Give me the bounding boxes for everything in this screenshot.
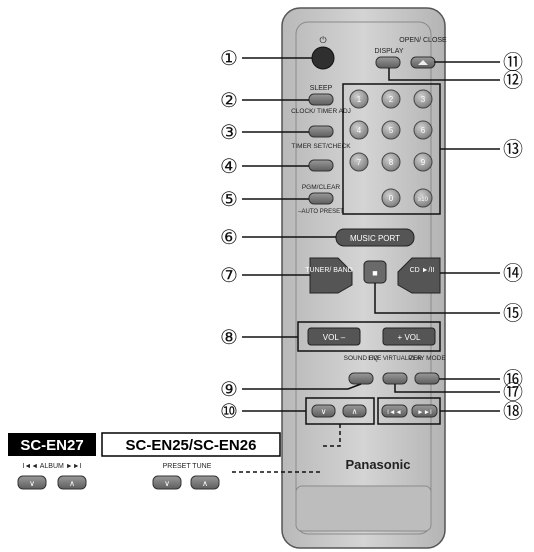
- callout-8: ⑧: [220, 325, 238, 349]
- open-close-label: OPEN/ CLOSE: [399, 37, 447, 44]
- brand-logo: Panasonic: [345, 457, 410, 472]
- callout-7: ⑦: [220, 263, 238, 287]
- preset-up-button[interactable]: [190, 475, 220, 490]
- model-en27-badge: [8, 433, 96, 456]
- model-en25-26-label: SC-EN25/SC-EN26: [126, 437, 257, 454]
- tuner-band-button[interactable]: [309, 257, 353, 294]
- model-en27-label: SC-EN27: [20, 437, 83, 454]
- clock-timer-button[interactable]: [308, 125, 334, 138]
- auto-preset-label: –AUTO PRESET: [298, 209, 344, 215]
- vol-up-label: + VOL: [398, 333, 421, 342]
- preset-down-icon: ∨: [164, 479, 170, 488]
- skip-forward-button[interactable]: [411, 404, 438, 418]
- numpad-key-label: 8: [389, 158, 394, 167]
- power-icon: ⏻: [319, 35, 326, 45]
- display-button[interactable]: [375, 56, 401, 69]
- numpad-key-label: 7: [357, 158, 362, 167]
- callout-1: ①: [220, 46, 238, 70]
- sound-eq-button[interactable]: [348, 372, 374, 385]
- numpad-key-label: 0: [389, 194, 394, 203]
- timer-set-button[interactable]: [308, 159, 334, 172]
- numpad-key[interactable]: [381, 152, 401, 172]
- en27-up-button[interactable]: [57, 475, 87, 490]
- numpad-key[interactable]: [381, 89, 401, 109]
- callout-13: ⑬: [503, 137, 523, 161]
- callout-16: ⑯: [503, 367, 523, 391]
- play-mode-button[interactable]: [414, 372, 440, 385]
- en27-down-button[interactable]: [17, 475, 47, 490]
- vol-up-button[interactable]: [382, 327, 436, 346]
- numpad-key-label: 4: [357, 126, 362, 135]
- numpad-key[interactable]: [381, 120, 401, 140]
- leader-lines: [232, 57, 500, 473]
- callout-9: ⑨: [220, 377, 238, 401]
- skip-back-icon: I◄◄: [387, 409, 402, 416]
- numpad-key-label: 5: [389, 126, 394, 135]
- callout-15: ⑮: [503, 301, 523, 325]
- cd-play-button[interactable]: [397, 257, 441, 294]
- callout-17: ⑰: [503, 380, 523, 404]
- power-button[interactable]: [311, 46, 335, 70]
- skip-back-button[interactable]: [381, 404, 408, 418]
- callout-5: ⑤: [220, 187, 238, 211]
- callout-18: ⑱: [503, 399, 523, 423]
- numpad-key[interactable]: [349, 89, 369, 109]
- numpad-key-label: 1: [357, 95, 362, 104]
- preset-down-button[interactable]: [152, 475, 182, 490]
- display-label: DISPLAY: [374, 48, 403, 55]
- model-en25-26-badge: [101, 432, 281, 457]
- pgm-clear-button[interactable]: [308, 192, 334, 205]
- numpad-key[interactable]: [349, 120, 369, 140]
- pgm-clear-label: PGM/CLEAR: [302, 184, 341, 191]
- open-close-button[interactable]: [410, 56, 436, 69]
- numpad-key-label: 9: [421, 158, 426, 167]
- live-virtualizer-label: LIVE VIRTUALIZER: [368, 356, 422, 362]
- en27-up-icon: ∧: [69, 479, 75, 488]
- vol-down-label: VOL –: [323, 333, 346, 342]
- up-arrow-icon: ∧: [352, 407, 358, 416]
- numpad-key[interactable]: [381, 188, 401, 208]
- en27-down-icon: ∨: [29, 479, 35, 488]
- numpad-key-label: 3: [421, 95, 426, 104]
- sleep-label: SLEEP: [310, 85, 333, 92]
- callout-4: ④: [220, 154, 238, 178]
- stop-icon: ■: [372, 268, 377, 278]
- live-virtualizer-button[interactable]: [382, 372, 408, 385]
- sound-eq-label: SOUND EQ: [344, 355, 379, 362]
- clock-timer-label: CLOCK/ TIMER ADJ: [291, 108, 351, 115]
- play-mode-label: PLAY MODE: [408, 355, 446, 362]
- vol-down-button[interactable]: [307, 327, 361, 346]
- preset-tune-label: PRESET TUNE: [163, 463, 212, 470]
- cd-play-label: CD ►/II: [410, 267, 435, 274]
- timer-set-label: TIMER SET/CHECK: [291, 143, 351, 150]
- music-port-label: MUSIC PORT: [350, 234, 400, 243]
- numpad-key-label: 6: [421, 126, 426, 135]
- sleep-button[interactable]: [308, 93, 334, 106]
- callout-3: ③: [220, 120, 238, 144]
- skip-forward-icon: ►►I: [417, 409, 432, 416]
- callout-14: ⑭: [503, 261, 523, 285]
- callout-11: ⑪: [503, 50, 523, 74]
- numpad-key[interactable]: [413, 152, 433, 172]
- callout-10: ⑩: [220, 399, 238, 423]
- tuner-band-label: TUNER/ BAND: [305, 267, 352, 274]
- callout-6: ⑥: [220, 225, 238, 249]
- callout-2: ②: [220, 88, 238, 112]
- album-down-button[interactable]: [311, 404, 336, 418]
- numpad-key[interactable]: [413, 89, 433, 109]
- numpad-key[interactable]: [413, 120, 433, 140]
- callout-12: ⑫: [503, 68, 523, 92]
- album-label: I◄◄ ALBUM ►►I: [22, 463, 81, 470]
- numpad-key-label: 2: [389, 95, 394, 104]
- down-arrow-icon: ∨: [321, 407, 327, 416]
- album-up-button[interactable]: [342, 404, 367, 418]
- numpad-key[interactable]: [349, 152, 369, 172]
- numpad-key[interactable]: [413, 188, 433, 208]
- preset-up-icon: ∧: [202, 479, 208, 488]
- numpad-key-label: ≥10: [418, 197, 429, 203]
